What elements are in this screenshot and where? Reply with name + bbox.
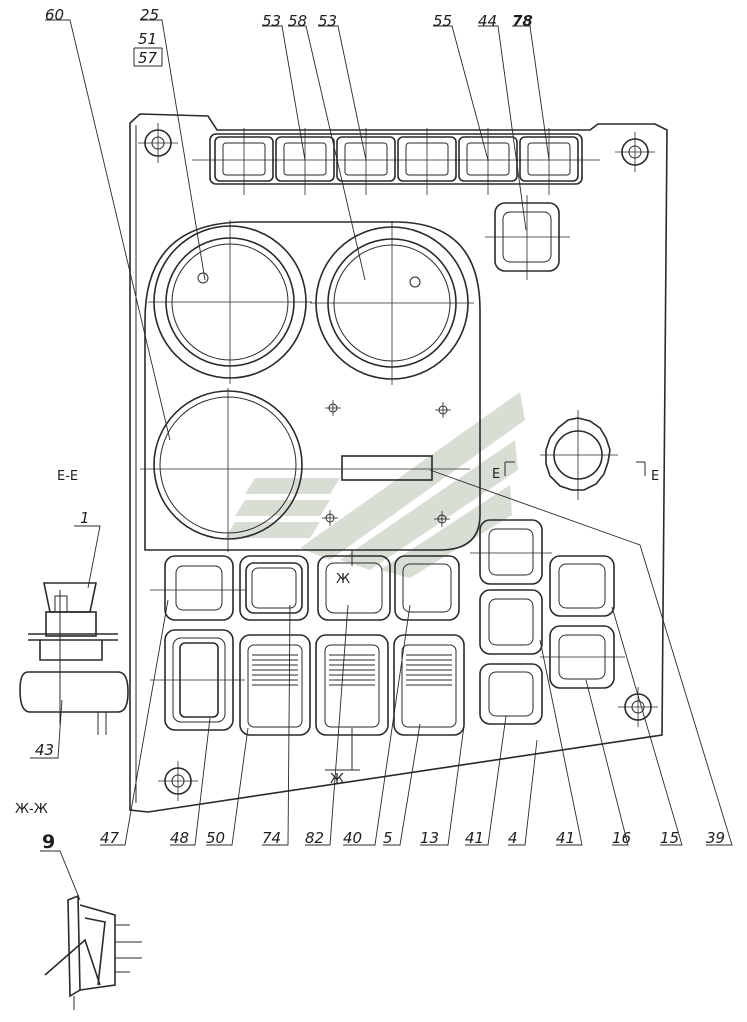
callout-41-a: 41 bbox=[465, 829, 484, 847]
section-e-cut: Е Е bbox=[341, 455, 659, 484]
switch-40 bbox=[394, 555, 460, 621]
mounting-hole-bottom-left bbox=[158, 761, 198, 801]
section-zhzh-title: Ж-Ж bbox=[15, 802, 48, 817]
switch-47 bbox=[150, 555, 245, 621]
panel-outline bbox=[129, 113, 668, 813]
section-e-mark-left: Е bbox=[492, 467, 500, 482]
gauge-25 bbox=[148, 220, 312, 384]
callout-57: 57 bbox=[138, 49, 158, 67]
lamp-1 bbox=[214, 128, 274, 195]
callout-60: 60 bbox=[45, 6, 64, 24]
callout-16: 16 bbox=[612, 829, 631, 847]
callout-53-left: 53 bbox=[262, 12, 281, 30]
watermark-logo bbox=[225, 392, 525, 578]
lamp-2 bbox=[275, 128, 335, 195]
switch-16 bbox=[540, 625, 625, 689]
mounting-hole-top-left bbox=[138, 123, 178, 163]
lamp-5 bbox=[458, 128, 518, 195]
callout-13: 13 bbox=[420, 829, 439, 847]
rotary-switch bbox=[540, 410, 618, 500]
callout-53-right: 53 bbox=[318, 12, 337, 30]
callout-43: 43 bbox=[35, 741, 54, 759]
callout-40: 40 bbox=[343, 829, 362, 847]
lamp-3 bbox=[336, 128, 396, 195]
indicator-lamp-strip bbox=[192, 128, 600, 195]
section-zhzh-detail: Ж-Ж 9 bbox=[15, 802, 142, 1010]
callout-numbers-bottom: 47 48 50 74 82 40 5 13 41 4 41 16 15 39 bbox=[100, 829, 725, 847]
lamp-6 bbox=[519, 128, 579, 195]
switch-5: Ж bbox=[315, 634, 389, 787]
callout-numbers-top: 60 25 51 57 53 58 53 55 44 78 bbox=[45, 6, 533, 67]
section-ee-detail: Е-Е 1 43 bbox=[19, 469, 129, 759]
section-e-mark-right: Е bbox=[651, 469, 659, 484]
callout-5: 5 bbox=[383, 829, 393, 847]
callout-1: 1 bbox=[80, 509, 90, 527]
mounting-hole-top-right bbox=[615, 132, 655, 172]
callout-41-b: 41 bbox=[556, 829, 575, 847]
warning-lamp-square bbox=[485, 195, 570, 280]
lamp-4 bbox=[397, 128, 457, 195]
callout-78: 78 bbox=[512, 12, 533, 30]
switch-74 bbox=[239, 555, 309, 621]
callout-48: 48 bbox=[170, 829, 189, 847]
callout-50: 50 bbox=[206, 829, 225, 847]
callout-51: 51 bbox=[138, 30, 157, 48]
gauge-60 bbox=[140, 388, 470, 552]
section-ee-title: Е-Е bbox=[57, 469, 78, 484]
mounting-hole-bottom-right bbox=[618, 687, 658, 727]
callout-25: 25 bbox=[140, 6, 159, 24]
callout-4: 4 bbox=[508, 829, 518, 847]
switch-48 bbox=[150, 629, 245, 731]
switch-15 bbox=[549, 555, 615, 617]
switch-82: Ж bbox=[317, 550, 391, 621]
callout-82: 82 bbox=[305, 829, 324, 847]
leaders-bottom bbox=[100, 469, 733, 846]
callout-55: 55 bbox=[433, 12, 452, 30]
switch-41-lower bbox=[479, 589, 543, 655]
switch-13 bbox=[393, 634, 465, 736]
section-zh-mark-bottom: Ж bbox=[330, 772, 344, 787]
callout-9: 9 bbox=[42, 831, 55, 853]
callout-47: 47 bbox=[100, 829, 120, 847]
switch-4 bbox=[479, 663, 543, 725]
callout-58: 58 bbox=[288, 12, 307, 30]
callout-15: 15 bbox=[660, 829, 679, 847]
switch-41-upper bbox=[470, 519, 552, 585]
section-zh-mark-top: Ж bbox=[336, 572, 350, 587]
switch-50 bbox=[239, 634, 311, 736]
callout-39: 39 bbox=[706, 829, 725, 847]
callout-44: 44 bbox=[478, 12, 497, 30]
fastener-marks bbox=[322, 400, 451, 527]
gauge-58 bbox=[310, 221, 474, 385]
callout-74: 74 bbox=[262, 829, 281, 847]
leaders-top bbox=[45, 19, 550, 441]
gauge-cluster-frame bbox=[144, 221, 481, 551]
